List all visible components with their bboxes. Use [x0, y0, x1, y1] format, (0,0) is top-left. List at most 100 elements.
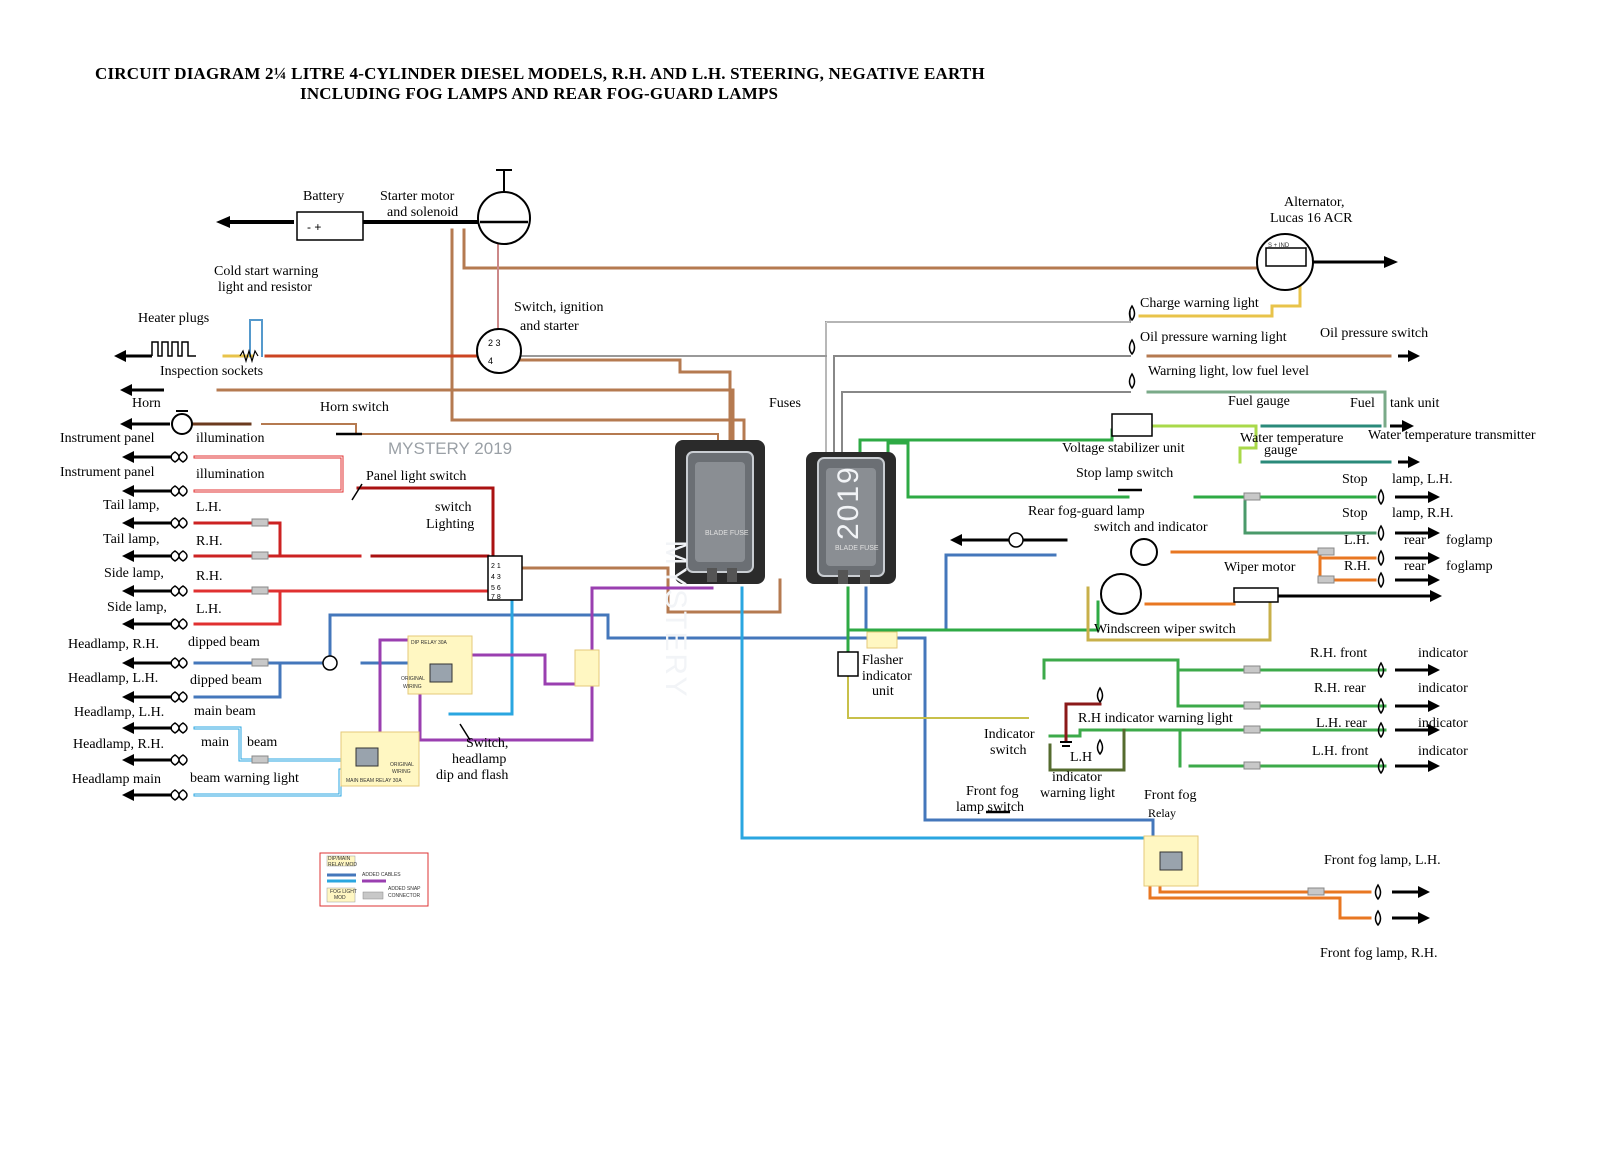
horn-icon: [171, 413, 193, 435]
arrow-earth: [950, 534, 962, 546]
ignition-terminals: 2 3: [488, 338, 501, 348]
label-stop-lamp-switch: Stop lamp switch: [1076, 466, 1174, 481]
arrow-earth: [122, 550, 134, 562]
label-rear-1: rear: [1404, 533, 1426, 548]
wire-main-lh-inner: [194, 727, 356, 761]
lamp-icon: [170, 789, 188, 801]
label-rh-rear: R.H.: [1344, 559, 1371, 574]
legend-fog-light-2: MOD: [334, 895, 346, 901]
arrow-earth: [1428, 760, 1440, 772]
legend-dip-main-1: DIP/MAIN: [328, 856, 351, 862]
label-lamp-lh: lamp, L.H.: [1392, 472, 1453, 487]
rear-fog-lamp-icon: [1008, 532, 1024, 548]
label-wiper-motor: Wiper motor: [1224, 560, 1296, 575]
label-front-fog-relay-2: Relay: [1148, 806, 1176, 820]
arrow-earth: [122, 451, 134, 463]
label-cold-start-2: light and resistor: [218, 280, 313, 295]
snap-connector-box: [866, 631, 898, 649]
label-headlamp-lh-dipped: Headlamp, L.H.: [68, 671, 159, 686]
front-fog-relay-icon: [1159, 851, 1183, 871]
label-gauge: gauge: [1264, 443, 1298, 458]
label-dipped-beam-1: dipped beam: [188, 635, 260, 650]
label-lh-warn-2: indicator: [1052, 770, 1102, 785]
lamp-icon: [1128, 338, 1136, 356]
label-indicator-switch-1: Indicator: [984, 727, 1035, 742]
label-low-fuel: Warning light, low fuel level: [1148, 364, 1309, 379]
wire-wiper-feed: [846, 600, 1100, 632]
lamp-icon: [1377, 524, 1385, 542]
label-original-wiring-2: WIRING: [403, 684, 422, 690]
lamp-icon: [1128, 372, 1136, 390]
wire-tail-lh: [193, 521, 282, 558]
label-horn-switch: Horn switch: [320, 400, 389, 415]
label-dipped-beam-2: dipped beam: [190, 673, 262, 688]
label-main-beam-relay: MAIN BEAM RELAY 30A: [346, 778, 402, 784]
lamp-icon: [1377, 488, 1385, 506]
label-rear-fog-1: Rear fog-guard lamp: [1028, 504, 1145, 519]
ignition-terminals: 4: [488, 356, 493, 366]
panel-switch-lever: [351, 483, 363, 501]
label-foglamp-2: foglamp: [1446, 559, 1493, 574]
snap-connector-box: [574, 649, 600, 687]
label-and-starter: and starter: [520, 319, 579, 334]
wire-alt-charge: [1138, 256, 1302, 318]
label-original-wiring-1: ORIGINAL: [401, 676, 425, 682]
label-windscreen-wiper-switch: Windscreen wiper switch: [1094, 622, 1236, 637]
arrow-earth: [122, 517, 134, 529]
legend-dip-main-2: RELAY MOD: [328, 862, 357, 868]
label-original-wiring-4: WIRING: [392, 769, 411, 775]
lamp-icon: [170, 618, 188, 630]
lighting-switch-terminals: 5 6: [491, 585, 501, 592]
label-side-lamp-2: Side lamp,: [107, 600, 167, 615]
label-lh-1: L.H.: [196, 500, 222, 515]
label-indicator-2: indicator: [1418, 681, 1468, 696]
watermark: MYSTERY 2019: [388, 439, 513, 458]
snap-connector: [251, 658, 269, 667]
arrow-earth: [1408, 350, 1420, 362]
label-lh-rear: L.H.: [1344, 533, 1370, 548]
label-front-fog-rh: Front fog lamp, R.H.: [1320, 946, 1438, 961]
lamp-icon: [170, 550, 188, 562]
label-rh-ind-warning: R.H indicator warning light: [1078, 711, 1233, 726]
label-front-fog-relay-1: Front fog: [1144, 788, 1197, 803]
label-stop-1: Stop: [1342, 472, 1368, 487]
arrow-earth: [1428, 724, 1440, 736]
arrow-earth: [1418, 886, 1430, 898]
wire-lighting-fuse: [521, 566, 782, 614]
label-charge-warning: Charge warning light: [1140, 296, 1259, 311]
label-foglamp-1: foglamp: [1446, 533, 1493, 548]
snap-connector: [1307, 887, 1325, 896]
label-instrument-panel-1: Instrument panel: [60, 431, 155, 446]
wire-inspection: [216, 388, 735, 442]
snap-connector: [251, 551, 269, 560]
label-tank-unit: tank unit: [1390, 396, 1440, 411]
voltage-stabilizer-box: [1111, 413, 1153, 437]
wire-gray-charge-inner: [825, 321, 1131, 511]
wire-starter-alternator: [462, 228, 1270, 270]
alternator-plug: [1265, 247, 1307, 267]
arrow-earth: [1402, 420, 1414, 432]
label-main-beam: main beam: [194, 704, 256, 719]
lamp-icon: [170, 691, 188, 703]
label-side-lamp-1: Side lamp,: [104, 566, 164, 581]
snap-connector: [1243, 725, 1261, 734]
label-water-temperature: Water temperature: [1240, 431, 1344, 446]
wiper-motor-block: [1233, 587, 1279, 603]
wire-stab-gauges: [1150, 424, 1258, 464]
lamp-icon: [1374, 883, 1382, 901]
arrow-earth: [122, 691, 134, 703]
label-alt-terminals: S + IND: [1268, 243, 1290, 249]
lighting-switch-terminals: 7 8: [491, 594, 501, 601]
arrow-earth: [1384, 256, 1398, 268]
legend-added-snap-1: ADDED SNAP: [388, 886, 421, 892]
wire-dip-loop: [328, 613, 1155, 862]
wire-flasher-indicator: [847, 669, 1029, 719]
label-fuel-gauge: Fuel gauge: [1228, 394, 1290, 409]
label-indicator-4: indicator: [1418, 744, 1468, 759]
snap-connector: [1243, 761, 1261, 770]
arrow-earth: [1428, 664, 1440, 676]
wire-panel-illum-inner: [194, 456, 343, 492]
label-fuel: Fuel: [1350, 396, 1375, 411]
label-tail-lamp-2: Tail lamp,: [103, 532, 160, 547]
lamp-icon: [1377, 549, 1385, 567]
